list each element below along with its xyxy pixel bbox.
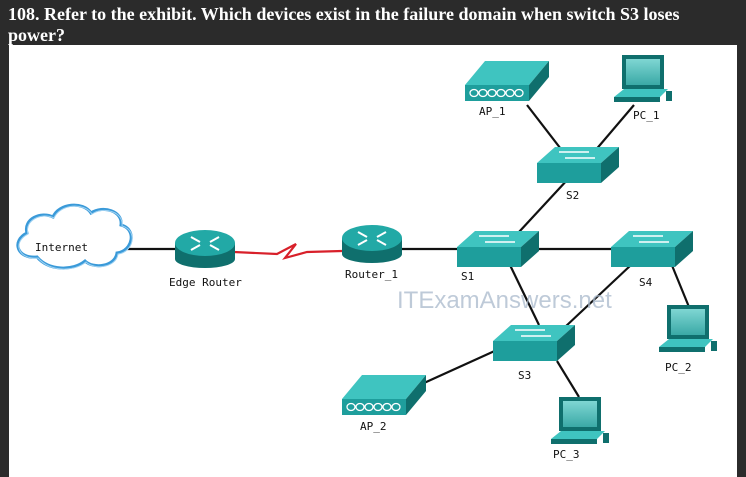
edge-router-label: Edge Router	[169, 276, 242, 289]
switch-arrows-icon	[559, 151, 595, 159]
question-text: 108. Refer to the exhibit. Which devices…	[8, 4, 680, 45]
ap-ports-icon	[469, 88, 524, 98]
s2-label: S2	[566, 189, 579, 202]
internet-label: Internet	[35, 241, 88, 254]
pc-3: PC_3	[551, 397, 609, 461]
router-1-label: Router_1	[345, 268, 398, 281]
ap2-label: AP_2	[360, 420, 387, 433]
links	[127, 104, 691, 398]
link-s1-s3	[508, 262, 540, 326]
watermark: ITExamAnswers.net	[397, 287, 612, 314]
link-s4-s3	[564, 264, 632, 328]
s3-label: S3	[518, 369, 531, 382]
router-arrows-icon	[190, 236, 220, 251]
switch-s2: S2	[537, 147, 619, 202]
switch-arrows-icon	[479, 235, 515, 243]
serial-link-edge-router1	[233, 243, 343, 260]
link-s1-s2	[518, 177, 570, 233]
access-point-ap2: AP_2	[342, 375, 426, 433]
pc-1: PC_1	[614, 55, 672, 122]
pc2-label: PC_2	[665, 361, 692, 374]
s4-label: S4	[639, 276, 653, 289]
router-1: Router_1	[342, 225, 402, 281]
switch-s3: S3	[493, 325, 575, 382]
pc1-label: PC_1	[633, 109, 660, 122]
pc3-label: PC_3	[553, 448, 580, 461]
switch-arrows-icon	[633, 235, 669, 243]
router-arrows-icon	[357, 231, 387, 246]
link-s3-pc3	[556, 360, 580, 398]
pc-2: PC_2	[659, 305, 717, 374]
switch-s4: S4	[611, 231, 693, 289]
link-s2-ap1	[526, 104, 565, 154]
ap1-label: AP_1	[479, 105, 506, 118]
edge-router: Edge Router	[169, 230, 242, 289]
network-exhibit: Internet Edge Router Router_1 ITExamAnsw…	[9, 45, 737, 477]
link-s2-pc1	[593, 104, 635, 153]
ap-ports-icon	[346, 402, 401, 412]
network-diagram: Internet Edge Router Router_1 ITExamAnsw…	[16, 55, 717, 461]
link-s4-pc2	[669, 262, 691, 308]
link-s3-ap2	[423, 347, 500, 385]
access-point-ap1: AP_1	[465, 61, 549, 118]
s1-label: S1	[461, 270, 474, 283]
switch-arrows-icon	[515, 329, 551, 337]
switch-s1: S1	[457, 231, 539, 283]
internet-cloud: Internet	[16, 203, 133, 270]
